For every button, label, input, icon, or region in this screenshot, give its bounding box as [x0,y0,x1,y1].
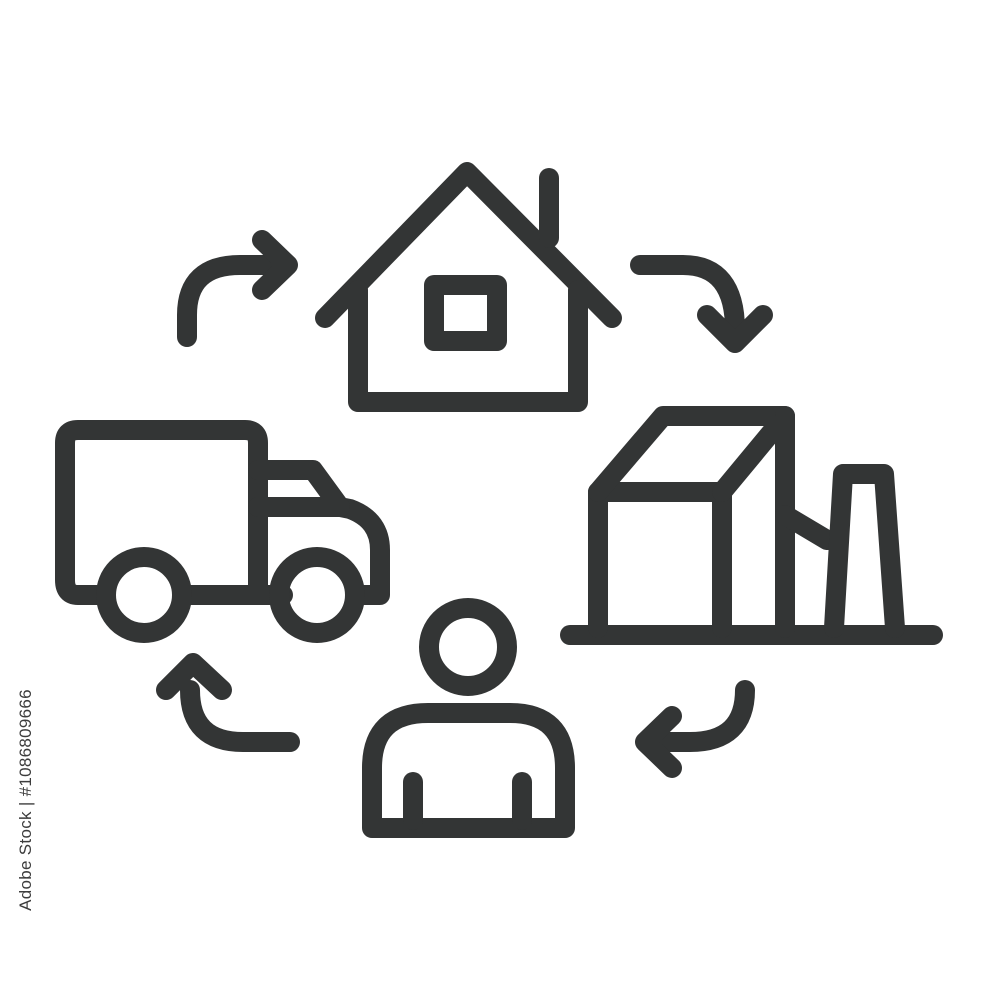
person-icon [362,598,575,838]
arrow-house-to-factory-icon [630,255,773,353]
house-icon [315,162,622,412]
arrow-person-to-truck-icon [156,653,300,752]
factory-icon [560,406,943,645]
arrow-factory-to-person-icon [635,680,755,778]
truck-icon [55,420,390,643]
arrow-truck-to-house-icon [177,230,298,347]
